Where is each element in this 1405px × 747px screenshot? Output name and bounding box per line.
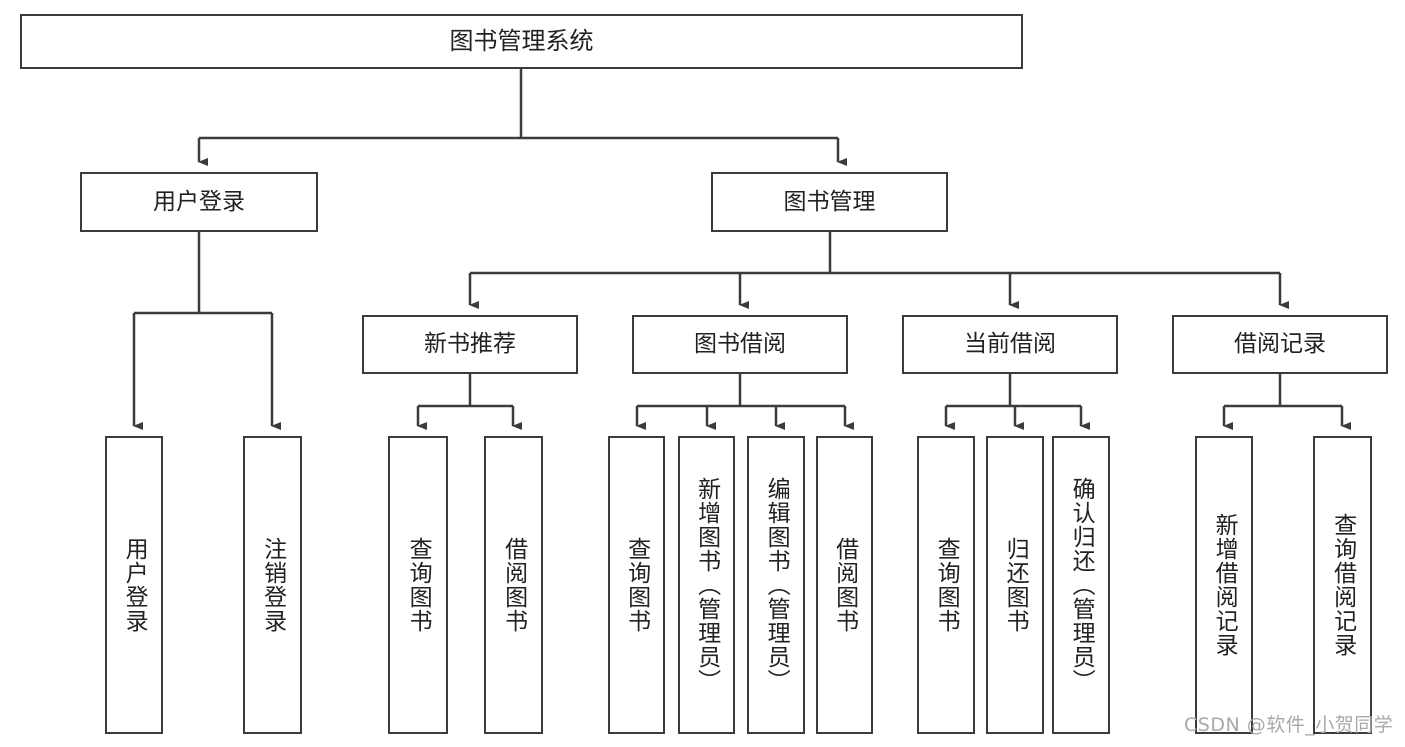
node-leaf-add-book[interactable]: 新增图书（管理员）	[678, 436, 735, 734]
node-label: 归还图书	[1002, 537, 1029, 633]
node-leaf-confirm-return[interactable]: 确认归还（管理员）	[1052, 436, 1110, 734]
node-new-book-recommend[interactable]: 新书推荐	[362, 315, 578, 374]
node-leaf-edit-book[interactable]: 编辑图书（管理员）	[747, 436, 805, 734]
node-leaf-query-record[interactable]: 查询借阅记录	[1313, 436, 1372, 734]
node-label: 借阅图书	[831, 537, 858, 633]
node-leaf-borrow-book-1[interactable]: 借阅图书	[484, 436, 543, 734]
node-label: 新增图书（管理员）	[693, 477, 720, 693]
node-leaf-return-book[interactable]: 归还图书	[986, 436, 1044, 734]
node-label: 注销登录	[259, 537, 286, 633]
watermark-text: CSDN @软件_小贺同学	[1184, 714, 1394, 736]
node-label: 新书推荐	[424, 331, 516, 358]
node-label: 查询图书	[623, 537, 650, 633]
node-leaf-query-book-2[interactable]: 查询图书	[608, 436, 665, 734]
node-user-login[interactable]: 用户登录	[80, 172, 318, 232]
node-label: 借阅图书	[500, 537, 527, 633]
node-leaf-query-book-3[interactable]: 查询图书	[917, 436, 975, 734]
node-leaf-borrow-book-2[interactable]: 借阅图书	[816, 436, 873, 734]
node-label: 编辑图书（管理员）	[763, 477, 790, 693]
node-leaf-user-login[interactable]: 用户登录	[105, 436, 163, 734]
node-book-borrow[interactable]: 图书借阅	[632, 315, 848, 374]
node-label: 图书管理	[783, 188, 876, 215]
node-leaf-query-book-1[interactable]: 查询图书	[388, 436, 448, 734]
node-label: 用户登录	[121, 537, 148, 633]
node-current-borrow[interactable]: 当前借阅	[902, 315, 1118, 374]
node-label: 查询图书	[933, 537, 960, 633]
node-label: 用户登录	[153, 188, 245, 215]
node-book-manage[interactable]: 图书管理	[711, 172, 948, 232]
node-label: 确认归还（管理员）	[1068, 477, 1095, 693]
node-leaf-add-record[interactable]: 新增借阅记录	[1195, 436, 1253, 734]
node-label: 图书管理系统	[449, 26, 594, 55]
node-label: 新增借阅记录	[1211, 513, 1238, 657]
node-label: 当前借阅	[964, 331, 1056, 358]
node-label: 查询图书	[405, 537, 432, 633]
node-borrow-record[interactable]: 借阅记录	[1172, 315, 1388, 374]
node-label: 查询借阅记录	[1329, 513, 1356, 657]
node-leaf-user-logout[interactable]: 注销登录	[243, 436, 302, 734]
node-label: 图书借阅	[694, 331, 786, 358]
node-root-图书管理系统[interactable]: 图书管理系统	[20, 14, 1023, 69]
node-label: 借阅记录	[1234, 331, 1326, 358]
